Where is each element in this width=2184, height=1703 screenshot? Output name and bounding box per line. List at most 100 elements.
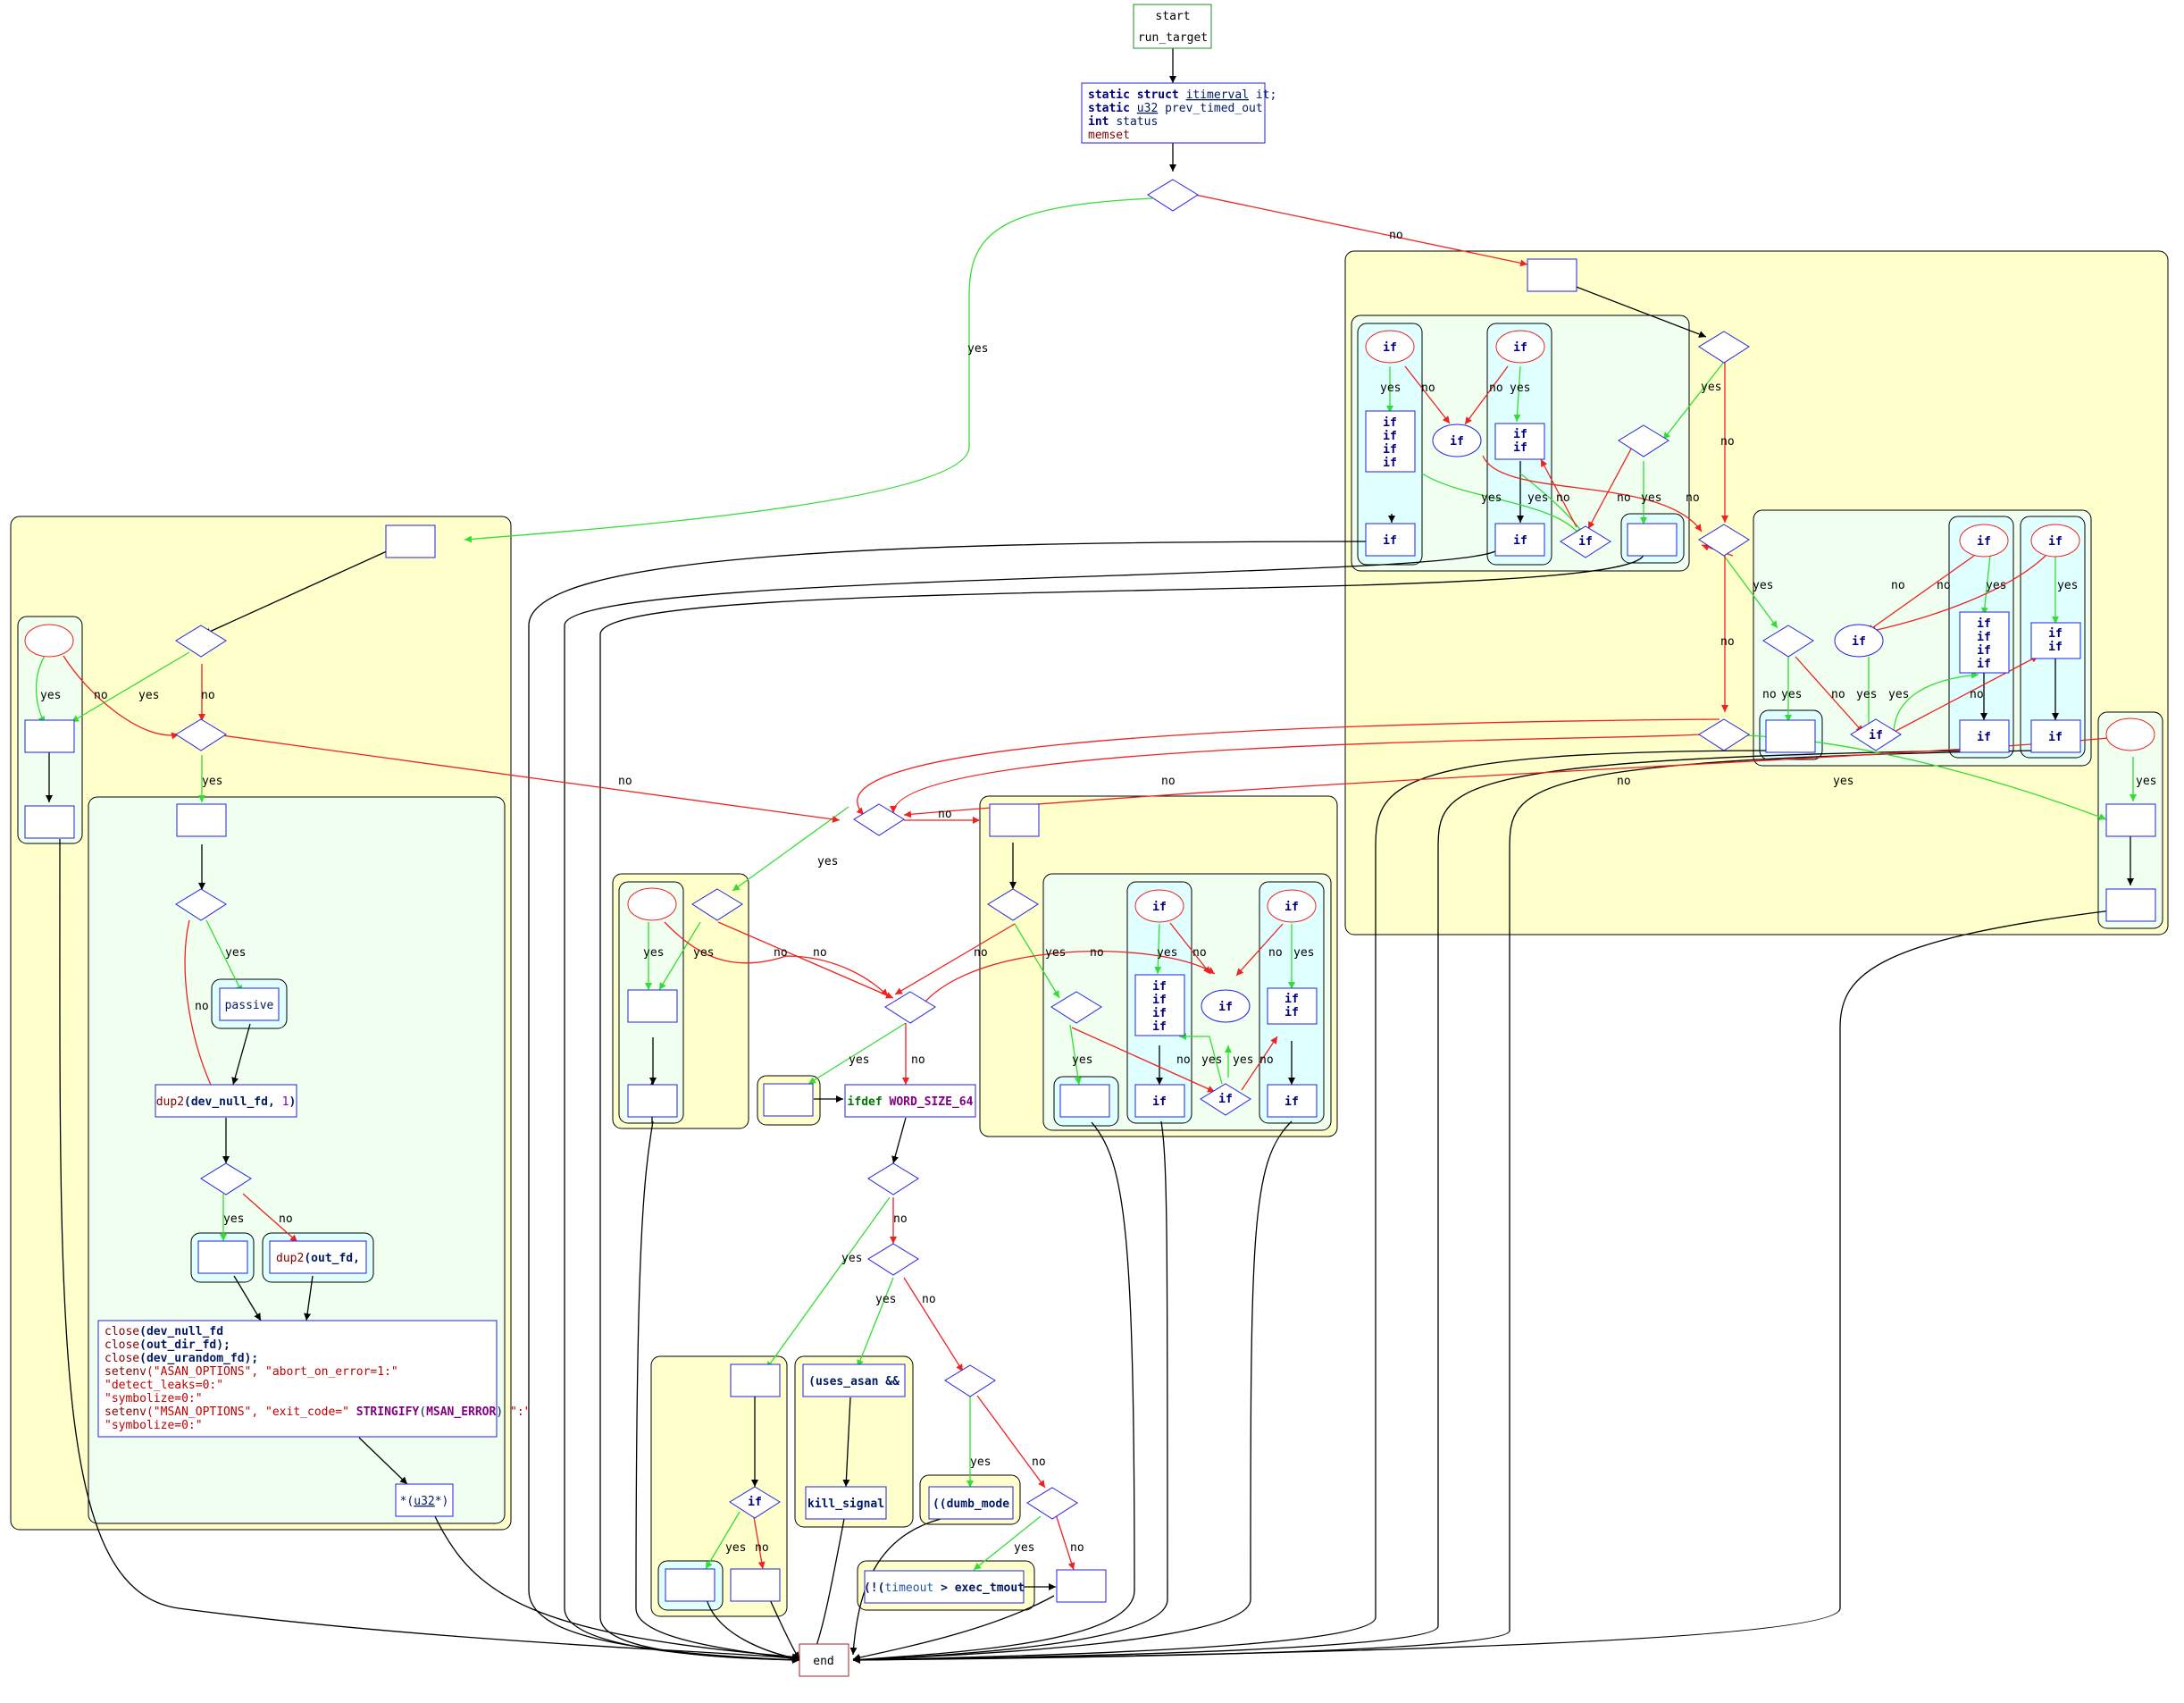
empty-box[interactable]	[197, 1240, 248, 1274]
decision-diamond[interactable]	[175, 625, 227, 658]
if-box-stack[interactable]: if if if if	[1365, 410, 1416, 473]
empty-box[interactable]	[763, 1083, 814, 1117]
empty-box[interactable]	[1627, 523, 1678, 557]
empty-ellipse[interactable]	[2105, 717, 2155, 751]
empty-box[interactable]	[176, 803, 227, 837]
empty-box[interactable]	[1056, 1569, 1107, 1603]
start-node[interactable]: start run_target	[1133, 4, 1212, 49]
svg-text:if: if	[1218, 1093, 1233, 1106]
decision-diamond[interactable]	[175, 888, 227, 921]
if-diamond[interactable]: if	[1560, 525, 1611, 558]
if-box[interactable]: if	[1267, 1084, 1318, 1118]
edge-label-yes: yes	[1856, 688, 1877, 701]
svg-text:*(u32*): *(u32*)	[400, 1495, 449, 1508]
decision-diamond[interactable]	[691, 888, 743, 921]
empty-box[interactable]	[730, 1363, 781, 1397]
svg-text:if: if	[2048, 641, 2063, 654]
decision-diamond[interactable]	[867, 1243, 919, 1276]
decision-diamond[interactable]	[1026, 1487, 1078, 1520]
if-ellipse-red[interactable]: if	[2030, 524, 2080, 558]
edge-label-no: no	[1389, 229, 1403, 242]
decision-diamond[interactable]	[175, 718, 227, 751]
empty-box[interactable]	[989, 803, 1040, 837]
if-diamond[interactable]: if	[1850, 718, 1902, 751]
svg-text:if: if	[1977, 631, 1991, 644]
if-box[interactable]: if	[1365, 523, 1416, 557]
if-box-stack[interactable]: if if	[1267, 987, 1318, 1025]
passive-box[interactable]: passive	[219, 987, 280, 1021]
svg-text:if: if	[1578, 535, 1593, 549]
decision-diamond[interactable]	[867, 1162, 919, 1195]
dumb-mode-box[interactable]: ((dumb_mode	[928, 1486, 1014, 1520]
if-ellipse-red[interactable]: if	[1134, 889, 1184, 923]
empty-ellipse[interactable]	[627, 887, 677, 921]
empty-box[interactable]	[1527, 258, 1577, 292]
if-box[interactable]: if	[2030, 719, 2081, 753]
empty-box[interactable]	[24, 719, 75, 753]
declarations-node[interactable]: static struct itimerval it; static u32 p…	[1081, 82, 1276, 144]
decision-diamond[interactable]	[1698, 718, 1750, 751]
kill-signal-box[interactable]: kill_signal	[805, 1486, 887, 1520]
svg-text:if: if	[1852, 635, 1866, 649]
if-ellipse-blue[interactable]: if	[1201, 989, 1251, 1023]
if-ellipse-red[interactable]: if	[1495, 330, 1545, 364]
svg-text:dup2(out_fd,: dup2(out_fd,	[276, 1252, 360, 1265]
decision-diamond[interactable]	[1698, 524, 1750, 557]
empty-box[interactable]	[2105, 803, 2156, 837]
decision-diamond[interactable]	[1762, 625, 1814, 658]
decision-diamond[interactable]	[987, 888, 1039, 921]
empty-ellipse[interactable]	[24, 624, 74, 658]
edge-label-no: no	[1720, 635, 1735, 649]
if-box-stack[interactable]: if if	[2030, 622, 2081, 659]
end-node[interactable]: end	[799, 1643, 849, 1677]
u32-cast-box[interactable]: *(u32*)	[395, 1483, 454, 1517]
svg-text:if: if	[1152, 994, 1167, 1007]
decision-diamond[interactable]	[884, 991, 936, 1024]
svg-text:setenv("ASAN_OPTIONS", "abort_: setenv("ASAN_OPTIONS", "abort_on_error=1…	[105, 1365, 398, 1379]
svg-text:if: if	[1513, 428, 1527, 441]
empty-box[interactable]	[24, 805, 75, 839]
uses-asan-box[interactable]: (uses_asan &&	[802, 1363, 906, 1397]
svg-text:memset: memset	[1088, 129, 1130, 142]
ifdef-box[interactable]: ifdef WORD_SIZE_64	[844, 1084, 976, 1118]
empty-box[interactable]	[385, 524, 436, 558]
empty-box[interactable]	[665, 1568, 715, 1602]
decision-diamond[interactable]	[944, 1364, 996, 1397]
svg-text:if: if	[1383, 534, 1397, 548]
svg-text:if: if	[1152, 980, 1167, 994]
if-box[interactable]: if	[1959, 719, 2010, 753]
if-ellipse-red[interactable]: if	[1267, 889, 1317, 923]
empty-box[interactable]	[1765, 719, 1816, 753]
empty-box[interactable]	[627, 989, 678, 1023]
decision-diamond[interactable]	[200, 1162, 252, 1195]
decision-diamond[interactable]	[1050, 991, 1102, 1024]
if-box[interactable]: if	[1134, 1084, 1185, 1118]
if-ellipse-blue[interactable]: if	[1432, 424, 1482, 457]
close-setenv-block[interactable]: close(dev_null_fd close(out_dir_fd); clo…	[97, 1320, 531, 1438]
svg-text:if: if	[1383, 457, 1397, 470]
dup2-out-box[interactable]: dup2(out_fd,	[269, 1240, 367, 1274]
edge-label-yes: yes	[225, 946, 246, 960]
if-diamond[interactable]: if	[1200, 1083, 1251, 1116]
svg-text:((dumb_mode: ((dumb_mode	[933, 1497, 1009, 1511]
empty-box[interactable]	[2105, 888, 2156, 922]
decision-diamond[interactable]	[1147, 179, 1199, 212]
if-diamond[interactable]: if	[729, 1486, 781, 1519]
if-box-stack[interactable]: if if	[1494, 423, 1545, 460]
if-ellipse-blue[interactable]: if	[1834, 624, 1884, 658]
if-box[interactable]: if	[1494, 523, 1545, 557]
if-box-stack[interactable]: if if if if	[1959, 611, 2010, 674]
if-ellipse-red[interactable]: if	[1365, 330, 1415, 364]
if-ellipse-red[interactable]: if	[1959, 524, 2009, 558]
decision-diamond[interactable]	[1698, 331, 1750, 364]
if-box-stack[interactable]: if if if if	[1134, 974, 1185, 1036]
empty-box[interactable]	[627, 1084, 678, 1118]
empty-box[interactable]	[730, 1568, 781, 1602]
timeout-box[interactable]: (!(timeout > exec_tmout	[864, 1570, 1025, 1604]
svg-text:if: if	[1152, 1007, 1167, 1020]
empty-box[interactable]	[1059, 1084, 1110, 1118]
decision-diamond[interactable]	[1618, 424, 1669, 457]
dup2-null-box[interactable]: dup2(dev_null_fd, 1)	[155, 1084, 297, 1118]
edge-label-no: no	[755, 1541, 769, 1555]
decision-diamond[interactable]	[853, 803, 905, 836]
